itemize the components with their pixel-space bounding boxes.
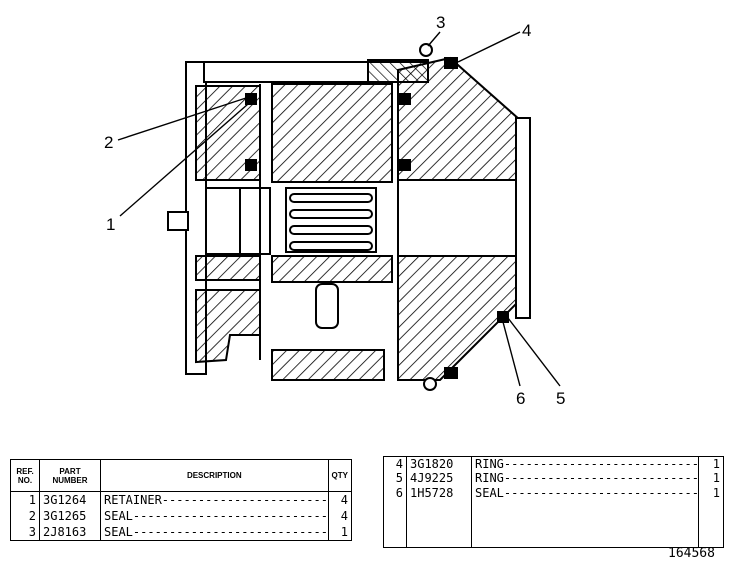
table-row: 1 3G1264 RETAINER-----------------------… <box>10 491 353 508</box>
table-row: 5 4J9225 RING---------------------------… <box>383 471 724 486</box>
callout-1: 1 <box>106 215 115 234</box>
description: SEAL----------------------------------- <box>100 508 329 524</box>
callout-4: 4 <box>522 21 531 40</box>
quantity: 1 <box>698 456 724 472</box>
figure-number: 164568 <box>668 546 715 561</box>
table-filler-row <box>383 499 724 548</box>
parts-table-left: REF. NO. PART NUMBER DESCRIPTION QTY 1 3… <box>10 459 353 541</box>
part-number: 3G1820 <box>406 456 472 472</box>
housing-section <box>167 43 531 391</box>
table-row: 4 3G1820 RING---------------------------… <box>383 456 724 472</box>
part-number: 2J8163 <box>39 524 101 541</box>
ref-number: 1 <box>10 491 40 508</box>
header-ref-no: REF. NO. <box>10 459 40 492</box>
table-row: 6 1H5728 SEAL---------------------------… <box>383 485 724 500</box>
ref-number: 3 <box>10 524 40 541</box>
header-qty: QTY <box>327 459 353 492</box>
description: RING------------------------------- <box>471 456 699 472</box>
header-part-number: PART NUMBER <box>39 459 101 492</box>
callout-5: 5 <box>556 389 565 408</box>
table-row: 2 3G1265 SEAL---------------------------… <box>10 508 353 524</box>
callout-6: 6 <box>516 389 525 408</box>
part-number: 3G1265 <box>39 508 101 524</box>
description: SEAL------------------------------- <box>471 485 699 500</box>
empty-cell <box>383 499 407 548</box>
empty-cell <box>698 499 724 548</box>
ref-number: 2 <box>10 508 40 524</box>
description: RING------------------------------- <box>471 471 699 486</box>
ref-number: 4 <box>383 456 407 472</box>
parts-table-header: REF. NO. PART NUMBER DESCRIPTION QTY <box>10 459 353 492</box>
callout-3: 3 <box>436 13 445 32</box>
part-number: 3G1264 <box>39 491 101 508</box>
ref-number: 5 <box>383 471 407 486</box>
table-row: 3 2J8163 SEAL---------------------------… <box>10 524 353 541</box>
callout-2: 2 <box>104 133 113 152</box>
description: RETAINER------------------------------- <box>100 491 329 508</box>
empty-cell <box>471 499 699 548</box>
exploded-section-drawing: 1 2 3 4 5 6 <box>104 13 565 408</box>
description: SEAL----------------------------------- <box>100 524 329 541</box>
empty-cell <box>406 499 472 548</box>
quantity: 4 <box>327 491 353 508</box>
parts-table-right: 4 3G1820 RING---------------------------… <box>383 456 724 548</box>
quantity: 1 <box>698 485 724 500</box>
part-number: 4J9225 <box>406 471 472 486</box>
part-number: 1H5728 <box>406 485 472 500</box>
header-description: DESCRIPTION <box>100 459 329 492</box>
quantity: 1 <box>698 471 724 486</box>
leader-lines <box>117 31 561 387</box>
quantity: 4 <box>327 508 353 524</box>
callout-labels: 1 2 3 4 5 6 <box>104 13 565 408</box>
quantity: 1 <box>327 524 353 541</box>
ref-number: 6 <box>383 485 407 500</box>
